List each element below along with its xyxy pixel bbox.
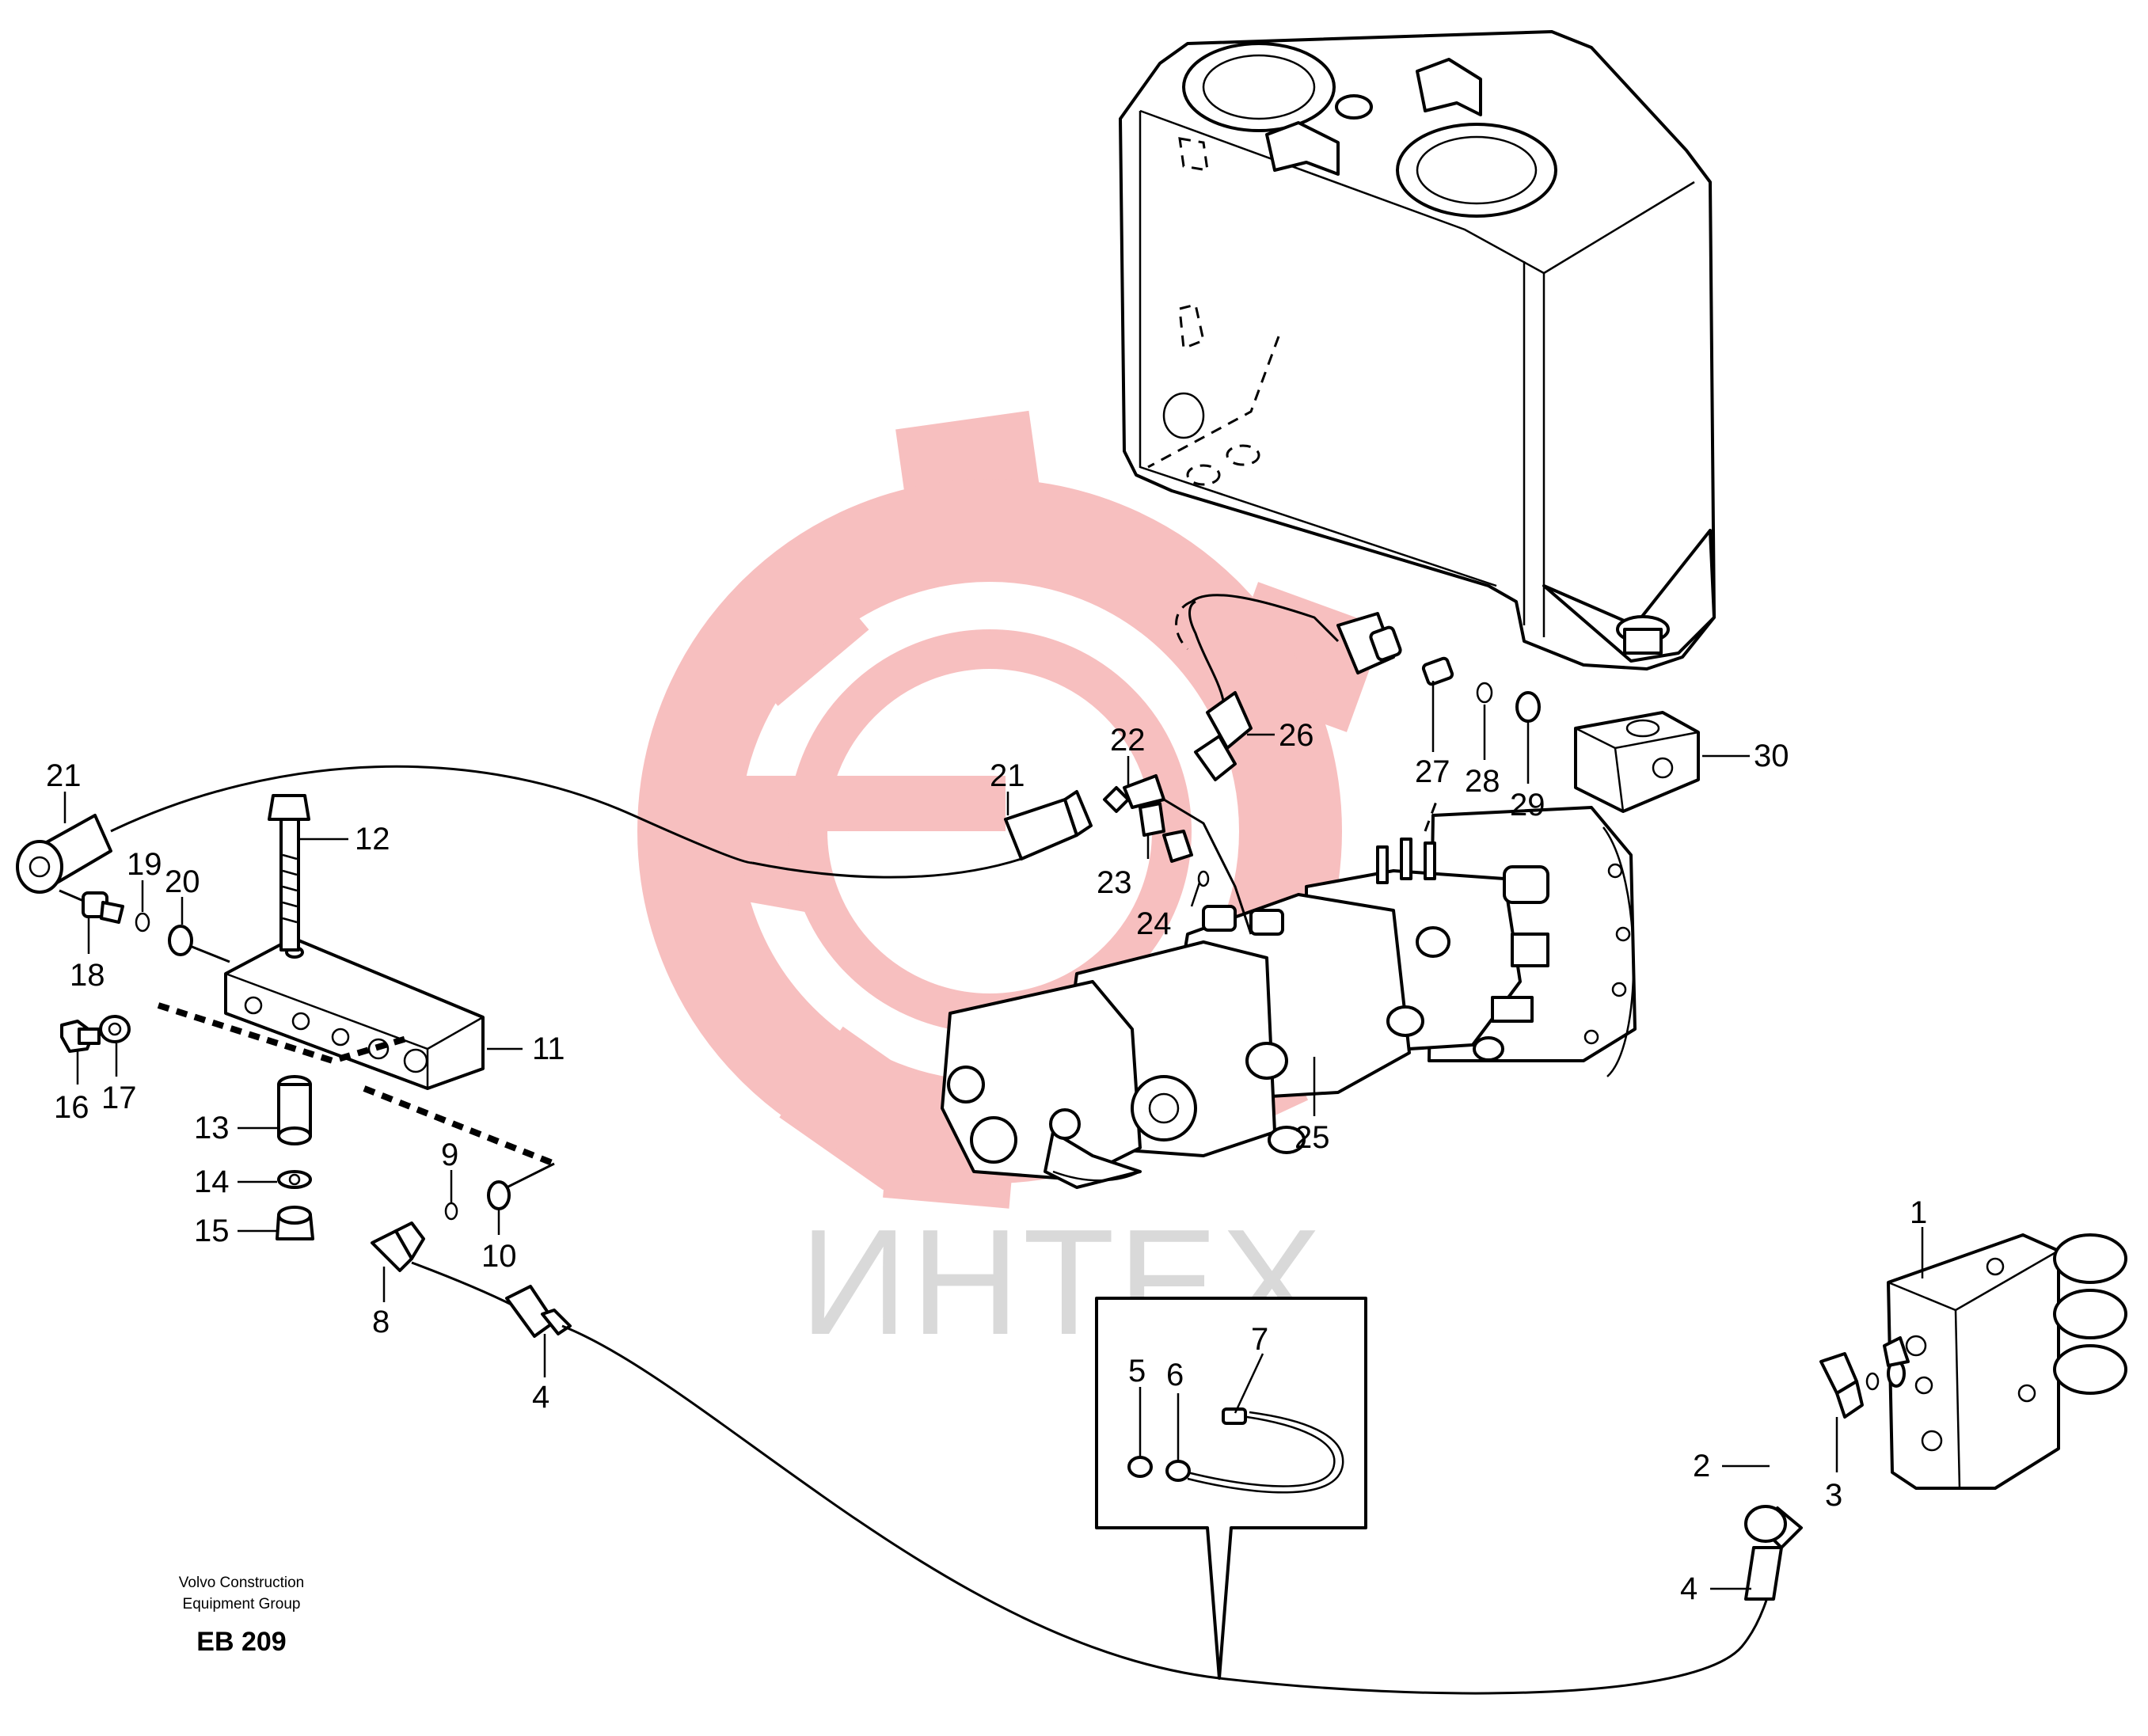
middle-fittings bbox=[751, 600, 1253, 935]
footer-company-line2: Equipment Group bbox=[183, 1596, 301, 1613]
callout-12: 12 bbox=[355, 822, 390, 857]
hydraulic-tank bbox=[1119, 30, 1716, 670]
callout-5: 5 bbox=[1128, 1354, 1146, 1388]
valve-block-30 bbox=[1574, 711, 1700, 813]
callout-11: 11 bbox=[532, 1031, 565, 1066]
callout-21-left: 21 bbox=[46, 758, 82, 793]
callout-24: 24 bbox=[1136, 906, 1172, 941]
callout-4-right: 4 bbox=[1680, 1571, 1697, 1606]
callout-18: 18 bbox=[70, 958, 105, 993]
footer-company-line1: Volvo Construction bbox=[179, 1575, 304, 1591]
lower-left-fittings bbox=[371, 1162, 1775, 1695]
callout-2: 2 bbox=[1693, 1449, 1710, 1483]
callout-labels: 1 2 3 4 4 5 6 7 8 9 10 11 12 13 14 15 16… bbox=[46, 718, 1927, 1606]
callout-14: 14 bbox=[194, 1164, 230, 1199]
footer-diagram-code: EB 209 bbox=[196, 1627, 286, 1657]
callout-16: 16 bbox=[54, 1090, 89, 1125]
callout-15: 15 bbox=[194, 1214, 230, 1248]
inset-detail-box bbox=[1095, 1297, 1367, 1680]
callout-7: 7 bbox=[1251, 1322, 1268, 1357]
callout-4-left: 4 bbox=[532, 1380, 549, 1415]
left-manifold-assembly bbox=[16, 765, 753, 1240]
callout-28: 28 bbox=[1465, 764, 1500, 799]
callout-29: 29 bbox=[1510, 788, 1545, 822]
callout-3: 3 bbox=[1825, 1478, 1842, 1513]
leader-lines bbox=[63, 681, 1924, 1590]
callout-1: 1 bbox=[1910, 1195, 1927, 1230]
callout-26: 26 bbox=[1279, 718, 1314, 753]
callout-23: 23 bbox=[1097, 865, 1132, 900]
callout-20: 20 bbox=[165, 864, 200, 899]
control-valve-block bbox=[1744, 1233, 2127, 1601]
callout-13: 13 bbox=[194, 1111, 230, 1145]
callout-30: 30 bbox=[1754, 739, 1789, 773]
callout-21-mid: 21 bbox=[990, 758, 1025, 793]
pump-assembly bbox=[941, 799, 1637, 1189]
footer: Volvo Construction Equipment Group EB 20… bbox=[179, 1575, 304, 1657]
tank-return-fittings bbox=[1175, 594, 1541, 723]
callout-8: 8 bbox=[372, 1305, 390, 1339]
callout-6: 6 bbox=[1166, 1358, 1184, 1392]
callout-25: 25 bbox=[1295, 1120, 1330, 1155]
callout-19: 19 bbox=[127, 847, 162, 882]
callout-22: 22 bbox=[1110, 723, 1146, 758]
callout-27: 27 bbox=[1415, 754, 1450, 789]
callout-9: 9 bbox=[441, 1138, 458, 1172]
callout-17: 17 bbox=[101, 1081, 137, 1115]
callout-10: 10 bbox=[481, 1239, 517, 1274]
